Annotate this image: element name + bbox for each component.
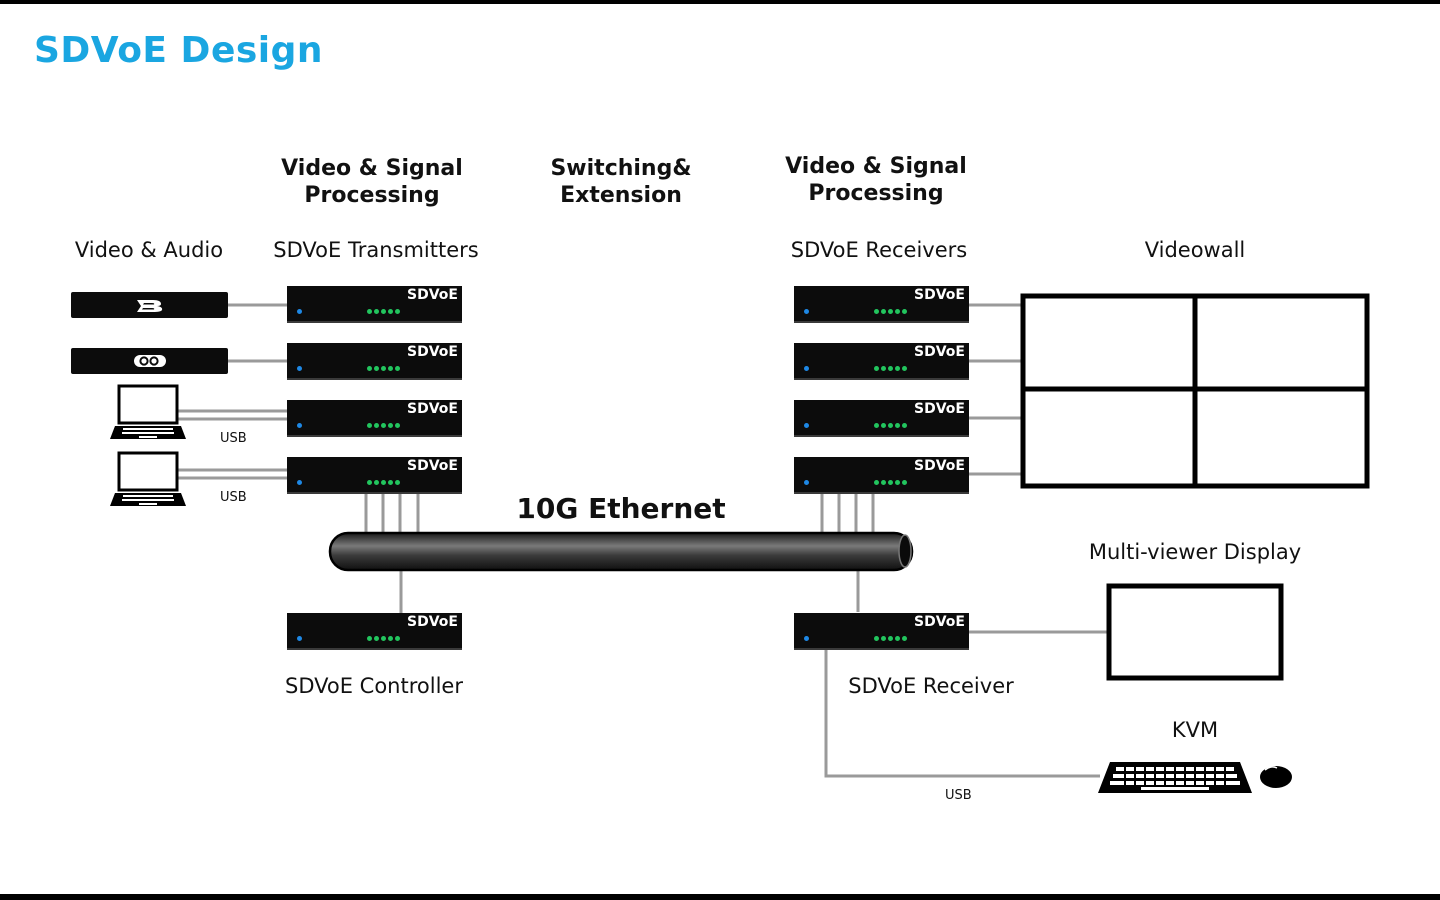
port-leds <box>367 366 400 371</box>
top-border <box>0 0 1440 4</box>
media-player-icon <box>133 355 166 367</box>
device-label: SDVoE <box>914 344 965 360</box>
status-led <box>804 480 809 485</box>
section-left-processing: Video & Signal Processing <box>281 156 463 208</box>
usb-label: USB <box>220 490 247 505</box>
laptop-icon <box>110 451 186 506</box>
ethernet-pipe <box>328 531 914 572</box>
port-leds <box>367 480 400 485</box>
controller-label: SDVoE Controller <box>285 674 463 698</box>
sdvoe-transmitter: SDVoE <box>287 286 462 323</box>
status-led <box>297 366 302 371</box>
port-leds <box>874 423 907 428</box>
device-label: SDVoE <box>407 458 458 474</box>
port-leds <box>367 423 400 428</box>
column-receivers: SDVoE Receivers <box>790 238 968 262</box>
page-title: SDVoE Design <box>34 30 324 71</box>
status-led <box>804 423 809 428</box>
port-leds <box>367 309 400 314</box>
device-label: SDVoE <box>914 401 965 417</box>
device-label: SDVoE <box>914 287 965 303</box>
section-switching: Switching& Extension <box>550 156 692 208</box>
media-player <box>71 348 228 374</box>
device-label: SDVoE <box>407 614 458 630</box>
sdvoe-transmitter: SDVoE <box>287 457 462 494</box>
status-led <box>297 636 302 641</box>
device-label: SDVoE <box>914 614 965 630</box>
device-label: SDVoE <box>914 458 965 474</box>
section-right-processing: Video & Signal Processing <box>785 154 967 206</box>
sdvoe-receiver: SDVoE <box>794 457 969 494</box>
device-label: SDVoE <box>407 401 458 417</box>
sdvoe-receiver: SDVoE <box>794 343 969 380</box>
bluray-player-icon <box>136 300 162 312</box>
receiver-label: SDVoE Receiver <box>848 674 1014 698</box>
status-led <box>804 636 809 641</box>
sdvoe-receiver: SDVoE <box>794 286 969 323</box>
sdvoe-transmitter: SDVoE <box>287 400 462 437</box>
keyboard-icon <box>1098 762 1252 793</box>
sdvoe-transmitter: SDVoE <box>287 343 462 380</box>
sdvoe-controller: SDVoE <box>287 613 462 650</box>
port-leds <box>874 636 907 641</box>
port-leds <box>874 366 907 371</box>
device-label: SDVoE <box>407 344 458 360</box>
status-led <box>804 366 809 371</box>
sdvoe-receiver: SDVoE <box>794 400 969 437</box>
videowall <box>1020 293 1370 489</box>
sdvoe-receiver-multiviewer: SDVoE <box>794 613 969 650</box>
port-leds <box>367 636 400 641</box>
column-transmitters: SDVoE Transmitters <box>273 238 479 262</box>
mouse-icon <box>1260 766 1292 788</box>
column-videowall: Videowall <box>1144 238 1246 262</box>
laptop-icon <box>110 384 186 439</box>
bluray-player <box>71 292 228 318</box>
status-led <box>297 423 302 428</box>
network-label: 10G Ethernet <box>516 492 726 525</box>
column-sources: Video & Audio <box>74 238 224 262</box>
multiviewer-display <box>1106 583 1284 681</box>
status-led <box>297 480 302 485</box>
port-leds <box>874 480 907 485</box>
status-led <box>804 309 809 314</box>
usb-label: USB <box>220 431 247 446</box>
port-leds <box>874 309 907 314</box>
bottom-border <box>0 894 1440 900</box>
device-label: SDVoE <box>407 287 458 303</box>
status-led <box>297 309 302 314</box>
usb-label: USB <box>945 788 972 803</box>
multiviewer-label: Multi-viewer Display <box>1088 540 1302 564</box>
kvm-label: KVM <box>1171 718 1219 742</box>
